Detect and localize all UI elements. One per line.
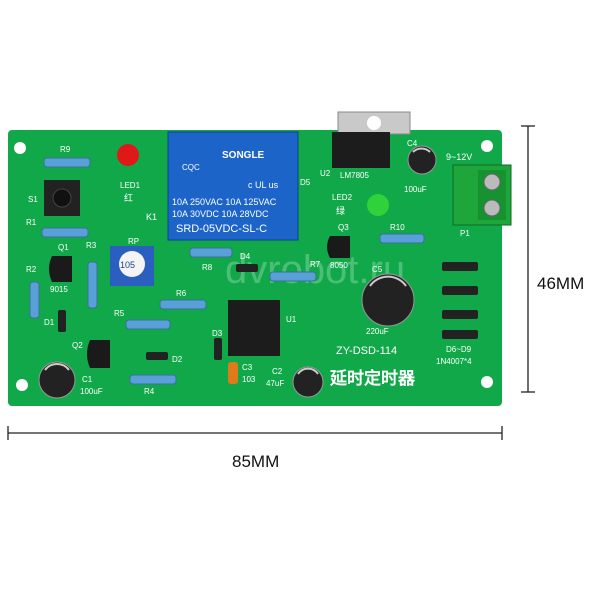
voltage-regulator xyxy=(332,111,411,168)
capacitor-c5 xyxy=(361,273,415,327)
pot-value: 105 xyxy=(120,260,135,270)
label-r9: R9 xyxy=(60,145,71,154)
label-c5: C5 xyxy=(372,265,383,274)
label-r7: R7 xyxy=(310,260,321,269)
label-d5: D5 xyxy=(300,178,311,187)
label-s1: S1 xyxy=(28,195,38,204)
relay-spec-1: 10A 250VAC 10A 125VAC xyxy=(172,197,277,207)
led-green xyxy=(367,194,389,216)
relay-cert: CQC xyxy=(182,163,200,172)
relay-cert2: c UL us xyxy=(248,180,279,190)
label-led2-cn: 绿 xyxy=(336,205,345,216)
label-diodes: D6~D9 xyxy=(446,345,472,354)
label-r6: R6 xyxy=(176,289,187,298)
label-u2: U2 xyxy=(320,169,331,178)
capacitor-c2 xyxy=(292,366,324,398)
label-q2: Q2 xyxy=(72,341,83,350)
label-c3-val: 103 xyxy=(242,375,256,384)
relay: SONGLE CQC c UL us 10A 250VAC 10A 125VAC… xyxy=(167,131,299,241)
relay-spec-2: 10A 30VDC 10A 28VDC xyxy=(172,209,269,219)
label-c2-val: 47uF xyxy=(266,379,284,388)
label-q3: Q3 xyxy=(338,223,349,232)
resistors xyxy=(29,157,425,385)
label-led1-cn: 红 xyxy=(124,192,133,203)
label-r2: R2 xyxy=(26,265,37,274)
diodes xyxy=(58,262,478,360)
capacitor-c4 xyxy=(407,145,437,175)
label-c3: C3 xyxy=(242,363,253,372)
label-c1-val: 100uF xyxy=(80,387,103,396)
capacitor-c3 xyxy=(228,362,238,384)
transistors xyxy=(49,236,350,368)
push-button-s1 xyxy=(44,180,80,216)
capacitor-c1 xyxy=(38,361,76,399)
mounting-hole xyxy=(14,142,26,154)
label-voltage: 9~12V xyxy=(446,152,472,162)
ic-chip xyxy=(228,300,280,356)
label-r8: R8 xyxy=(202,263,213,272)
label-r5: R5 xyxy=(114,309,125,318)
label-d1: D1 xyxy=(44,318,55,327)
label-r10: R10 xyxy=(390,223,405,232)
label-c5-val: 220uF xyxy=(366,327,389,336)
board-title-cn: 延时定时器 xyxy=(329,368,416,388)
terminal-block xyxy=(452,164,512,226)
label-c2: C2 xyxy=(272,367,283,376)
label-u2-part: LM7805 xyxy=(340,171,369,180)
label-p1: P1 xyxy=(460,229,470,238)
label-diode-part: 1N4007*4 xyxy=(436,357,472,366)
label-c4: C4 xyxy=(407,139,418,148)
label-q3-part: 8050 xyxy=(330,261,348,270)
label-c1: C1 xyxy=(82,375,93,384)
label-d2: D2 xyxy=(172,355,183,364)
label-k1: K1 xyxy=(146,212,157,222)
mounting-hole xyxy=(481,376,493,388)
dimension-lines xyxy=(7,125,535,440)
label-q1: Q1 xyxy=(58,243,69,252)
label-d3: D3 xyxy=(212,329,223,338)
relay-brand: SONGLE xyxy=(222,150,265,161)
label-c4-val: 100uF xyxy=(404,185,427,194)
label-q1-part: 9015 xyxy=(50,285,68,294)
label-r3: R3 xyxy=(86,241,97,250)
mounting-hole xyxy=(481,140,493,152)
label-led2: LED2 xyxy=(332,193,353,202)
label-u1: U1 xyxy=(286,315,297,324)
label-led1: LED1 xyxy=(120,181,141,190)
width-dimension-label: 85MM xyxy=(232,452,280,471)
led-red xyxy=(117,144,139,166)
label-rp: RP xyxy=(128,237,139,246)
label-r1: R1 xyxy=(26,218,37,227)
label-r4: R4 xyxy=(144,387,155,396)
mounting-hole xyxy=(16,379,28,391)
relay-model: SRD-05VDC-SL-C xyxy=(176,223,267,235)
board-model: ZY-DSD-114 xyxy=(336,345,397,357)
height-dimension-label: 46MM xyxy=(537,274,585,293)
potentiometer xyxy=(110,246,154,286)
label-d4: D4 xyxy=(240,252,251,261)
